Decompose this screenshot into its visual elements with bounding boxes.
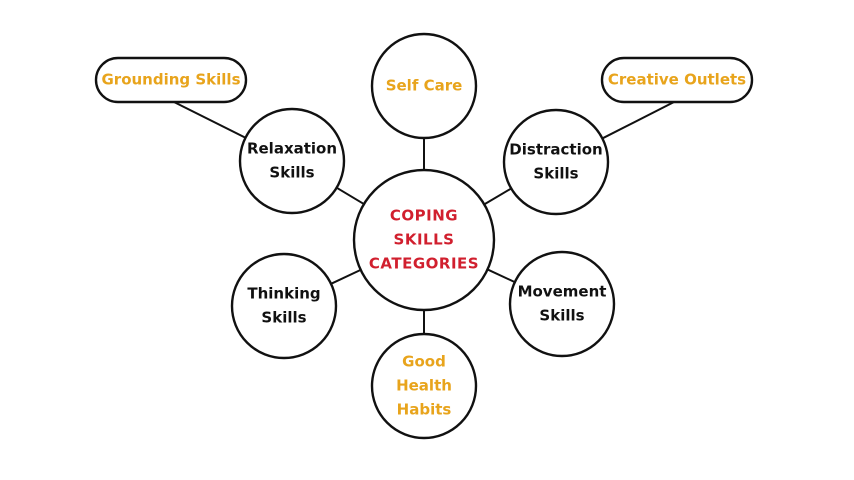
- subcategory-node-creative-outlets: Creative Outlets: [600, 56, 754, 104]
- subcategory-label: Creative Outlets: [608, 71, 746, 89]
- center-circle: [352, 168, 496, 312]
- category-label: Relaxation: [247, 140, 337, 158]
- subcategory-pill: [600, 56, 754, 104]
- category-label: Skills: [261, 309, 306, 327]
- category-label: Self Care: [386, 77, 463, 95]
- category-label: Skills: [269, 164, 314, 182]
- category-label: Distraction: [509, 141, 602, 159]
- category-circle: [502, 108, 610, 216]
- category-circle: [370, 32, 478, 140]
- connector-creative-outlets: [601, 101, 675, 140]
- diagram-nodes: COPING SKILLS CATEGORIES Self CareDistracti…: [94, 32, 754, 440]
- category-node-self-care: Self Care: [370, 32, 478, 140]
- category-circle: [230, 252, 338, 360]
- center-node: COPING SKILLS CATEGORIES: [352, 168, 496, 312]
- center-label: SKILLS: [394, 231, 455, 249]
- category-label: Good: [402, 353, 446, 371]
- subcategory-label: Grounding Skills: [101, 71, 240, 89]
- connector-distraction-skills: [483, 187, 512, 206]
- subcategory-node-grounding-skills: Grounding Skills: [94, 56, 248, 104]
- category-label: Habits: [397, 401, 452, 419]
- connector-grounding-skills: [173, 101, 246, 139]
- category-label: Thinking: [247, 285, 320, 303]
- connector-lines: [173, 101, 675, 334]
- category-label: Skills: [539, 307, 584, 325]
- center-label: COPING: [390, 207, 458, 225]
- category-circle: [508, 250, 616, 358]
- category-circle: [370, 332, 478, 440]
- subcategory-pill: [94, 56, 248, 104]
- category-label: Skills: [533, 165, 578, 183]
- category-label: Movement: [518, 283, 607, 301]
- connector-relaxation-skills: [336, 186, 365, 205]
- connector-movement-skills: [487, 268, 516, 284]
- center-label: CATEGORIES: [369, 255, 479, 273]
- connector-thinking-skills: [330, 268, 362, 285]
- category-label: Health: [396, 377, 452, 395]
- category-circle: [238, 107, 346, 215]
